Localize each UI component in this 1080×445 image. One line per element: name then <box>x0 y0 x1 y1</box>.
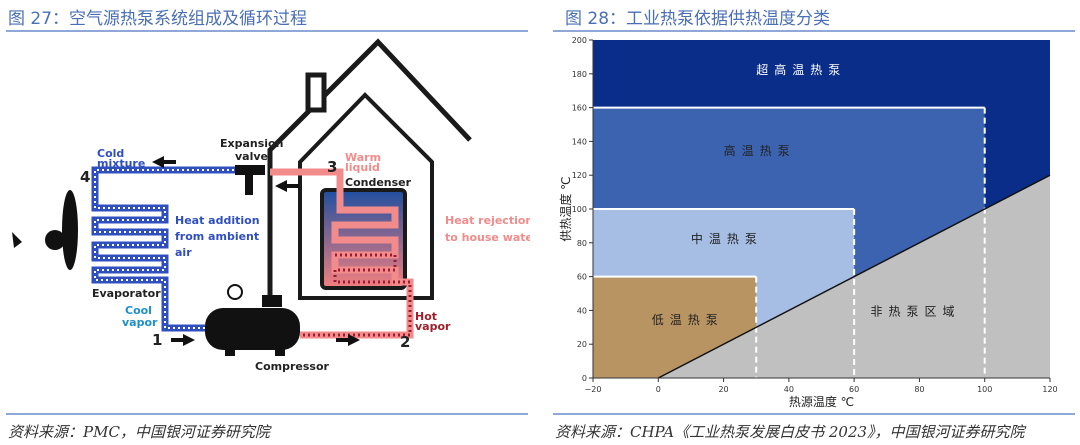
heat-pump-diagram: Cold mixture Expansion valve 3 Warm liqu… <box>12 38 530 373</box>
label: Condenser <box>345 176 412 189</box>
source-rule <box>6 413 528 415</box>
figure-28-title: 图 28：工业热泵依据供热温度分类 <box>565 9 831 29</box>
label: Heat addition <box>175 214 260 227</box>
x-axis-label: 热源温度 ℃ <box>789 394 854 409</box>
figure-28-source: 资料来源：CHPA《工业热泵发展白皮书 2023》，中国银河证券研究院 <box>555 423 1025 441</box>
x-tick-label: 0 <box>656 385 661 394</box>
region-非热泵区域 <box>658 175 1050 378</box>
x-tick-label: 60 <box>849 385 859 394</box>
x-tick-label: 20 <box>718 385 728 394</box>
region-label: 高温热泵 <box>724 143 796 158</box>
source-rule <box>553 413 1075 415</box>
label: Cool <box>125 304 152 317</box>
label: 4 <box>80 168 90 186</box>
title-rule <box>6 30 528 32</box>
region-label: 超高温热泵 <box>756 62 846 77</box>
y-tick-label: 200 <box>572 36 587 45</box>
label: Warm <box>345 151 381 164</box>
y-tick-label: 40 <box>577 306 587 315</box>
y-axis-label: 供热温度 ℃ <box>558 176 573 241</box>
region-label: 非热泵区域 <box>870 304 960 318</box>
figure-27-source: 资料来源：PMC，中国银河证券研究院 <box>8 423 270 441</box>
label: valve <box>235 150 268 163</box>
x-tick-label: 120 <box>1042 385 1057 394</box>
label: from ambient <box>175 230 259 243</box>
evaporator-coil <box>91 166 235 332</box>
arrow-icons <box>152 156 360 346</box>
y-tick-label: 0 <box>582 374 587 383</box>
boundary-line <box>657 174 1051 379</box>
label: Cold <box>97 147 124 160</box>
y-tick-label: 100 <box>572 205 587 214</box>
figure-27-title: 图 27：空气源热泵系统组成及循环过程 <box>8 9 308 29</box>
label: 2 <box>400 333 410 351</box>
hot-pipe <box>270 168 414 339</box>
y-tick-label: 60 <box>577 273 587 282</box>
label: Compressor <box>255 360 330 373</box>
fan-icon <box>12 190 78 270</box>
label: air <box>175 246 192 259</box>
y-tick-label: 140 <box>572 137 587 146</box>
label: liquid <box>345 161 380 174</box>
y-tick-label: 20 <box>577 340 587 349</box>
label: Hot <box>415 310 437 323</box>
y-tick-label: 80 <box>577 239 587 248</box>
region-label: 低温热泵 <box>652 313 724 327</box>
x-tick-label: 100 <box>977 385 992 394</box>
x-tick-label: −20 <box>585 385 602 394</box>
label: mixture <box>97 157 145 170</box>
x-tick-label: 80 <box>914 385 924 394</box>
x-tick-label: 40 <box>784 385 794 394</box>
label: 1 <box>152 331 162 349</box>
label: vapor <box>415 320 451 333</box>
label: vapor <box>122 316 158 329</box>
y-tick-label: 160 <box>572 104 587 113</box>
region-label: 中温热泵 <box>691 231 763 246</box>
label: 3 <box>327 158 337 176</box>
title-rule <box>553 30 1075 32</box>
label: Evaporator <box>92 287 161 300</box>
label: to house water <box>445 231 530 244</box>
label: Expansion <box>220 137 283 150</box>
y-tick-label: 180 <box>572 70 587 79</box>
label: Heat rejection <box>445 214 530 227</box>
expansion-valve <box>235 165 265 195</box>
y-tick-label: 120 <box>572 171 587 180</box>
compressor <box>205 284 300 356</box>
